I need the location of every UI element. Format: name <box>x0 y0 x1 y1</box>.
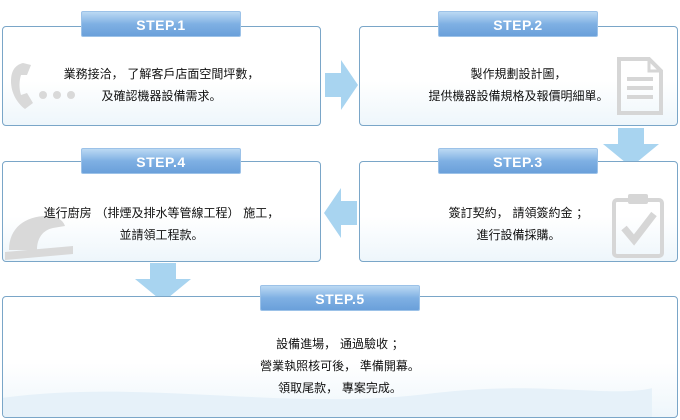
phone-icon <box>11 63 75 109</box>
step5-label: STEP.5 <box>260 285 420 311</box>
step2-text: 製作規劃設計圖， 提供機器設備規格及報價明細單。 <box>360 63 677 107</box>
step5-line3: 領取尾款， 專案完成。 <box>278 381 402 395</box>
step1-line2: 及確認機器設備需求。 <box>101 89 222 103</box>
step2-box: 製作規劃設計圖， 提供機器設備規格及報價明細單。 <box>359 26 678 126</box>
document-icon <box>617 57 663 115</box>
step5-line1: 設備進場， 通過驗收 ； <box>276 337 404 351</box>
arrow-down-icon <box>603 128 659 167</box>
step1-line1: 業務接洽， 了解客戶店面空間坪數， <box>63 67 260 81</box>
arrow-left-icon <box>324 188 357 238</box>
step3-text: 簽訂契約， 請領簽約金 ； 進行設備採購。 <box>360 202 677 246</box>
clipboard-check-icon <box>612 194 664 258</box>
step2-line2: 提供機器設備規格及報價明細單。 <box>428 89 609 103</box>
step4-line1: 進行廚房 （排煙及排水等管線工程） 施工， <box>43 206 280 220</box>
step3-line1: 簽訂契約， 請領簽約金 ； <box>448 206 589 220</box>
step1-label: STEP.1 <box>81 11 241 37</box>
step2-line1: 製作規劃設計圖， <box>470 67 567 81</box>
arrow-right-icon <box>325 60 358 110</box>
step5-line2: 營業執照核可後， 準備開幕。 <box>260 359 420 373</box>
step3-box: 簽訂契約， 請領簽約金 ； 進行設備採購。 <box>359 161 678 262</box>
step5-text: 設備進場， 通過驗收 ； 營業執照核可後， 準備開幕。 領取尾款， 專案完成。 <box>3 333 677 399</box>
step4-line2: 並請領工程款。 <box>119 228 204 242</box>
step4-label: STEP.4 <box>81 148 241 174</box>
helmet-icon <box>5 216 73 260</box>
step3-label: STEP.3 <box>438 148 598 174</box>
step2-label: STEP.2 <box>438 11 598 37</box>
step4-text: 進行廚房 （排煙及排水等管線工程） 施工， 並請領工程款。 <box>3 202 320 246</box>
step1-text: 業務接洽， 了解客戶店面空間坪數， 及確認機器設備需求。 <box>3 63 320 107</box>
step5-box: 設備進場， 通過驗收 ； 營業執照核可後， 準備開幕。 領取尾款， 專案完成。 <box>2 296 678 418</box>
step4-box: 進行廚房 （排煙及排水等管線工程） 施工， 並請領工程款。 <box>2 161 321 262</box>
step3-line2: 進行設備採購。 <box>476 228 561 242</box>
wave-decoration <box>3 388 652 417</box>
arrow-down-icon <box>135 263 191 302</box>
step1-box: 業務接洽， 了解客戶店面空間坪數， 及確認機器設備需求。 <box>2 26 321 126</box>
